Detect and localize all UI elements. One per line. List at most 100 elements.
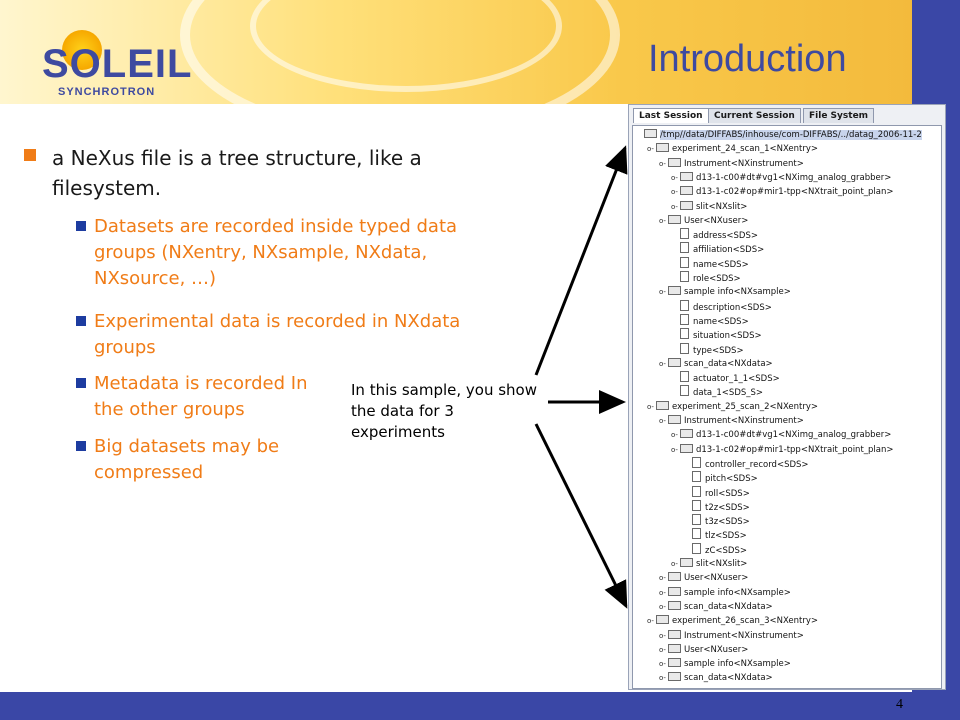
expand-toggle-icon[interactable]: o- (659, 216, 666, 225)
tree-folder-node[interactable]: o-sample info<NXsample> (659, 657, 791, 671)
sub-bullet-text: Big datasets may be compressed (94, 436, 280, 483)
tree-folder-node[interactable]: o- User<NXuser> (659, 571, 748, 585)
tree-folder-node[interactable]: /tmp//data/DIFFABS/inhouse/com-DIFFABS/.… (635, 128, 922, 142)
tree-folder-node[interactable]: o-Instrument<NXinstrument> (659, 629, 804, 643)
tree-file-node[interactable]: controller_record<SDS> (683, 456, 809, 471)
tree-folder-node[interactable]: o-User<NXuser> (659, 643, 748, 657)
tree-file-node[interactable]: type<SDS> (671, 342, 744, 357)
tree-folder-node[interactable]: o-scan_data<NXdata> (659, 357, 773, 371)
expand-toggle-icon[interactable]: o- (659, 645, 666, 654)
tree-folder-node[interactable]: o-slit<NXslit> (671, 557, 747, 571)
tree-file-node[interactable]: description<SDS> (671, 299, 772, 314)
tree-folder-node[interactable]: o-User<NXuser> (659, 214, 748, 228)
sub-bullet-text: Metadata is recorded In the other groups (94, 373, 308, 420)
tree-file-node[interactable]: actuator_1_1<SDS> (671, 371, 780, 385)
file-tree[interactable]: /tmp//data/DIFFABS/inhouse/com-DIFFABS/.… (632, 125, 942, 689)
tree-file-node[interactable]: t2z<SDS> (683, 499, 750, 514)
tree-node-label: /tmp//data/DIFFABS/inhouse/com-DIFFABS/.… (660, 130, 922, 140)
expand-toggle-icon[interactable]: o- (659, 159, 666, 168)
expand-toggle-icon[interactable]: o- (671, 560, 678, 568)
tree-folder-node[interactable]: o-Instrument<NXinstrument> (659, 414, 804, 428)
expand-toggle-icon[interactable]: o- (671, 202, 678, 211)
expand-toggle-icon[interactable]: o- (659, 574, 666, 583)
file-icon (692, 542, 701, 554)
tree-file-node[interactable]: data_1<SDS_S> (671, 385, 763, 399)
expand-toggle-icon[interactable]: o- (659, 602, 666, 611)
tree-node-label: description<SDS> (693, 302, 772, 313)
tree-folder-node[interactable]: o-d13-1-c02#op#mir1-tpp<NXtrait_point_pl… (671, 185, 894, 199)
expand-toggle-icon[interactable]: o- (659, 288, 666, 297)
tree-node-label: actuator_1_1<SDS> (693, 374, 780, 385)
tree-file-node[interactable]: name<SDS> (671, 256, 749, 271)
tree-node-label: t2z<SDS> (705, 502, 750, 513)
expand-toggle-icon[interactable]: o- (659, 588, 666, 597)
expand-toggle-icon[interactable]: o- (659, 674, 666, 683)
slide-title: Introduction (648, 38, 847, 80)
expand-toggle-icon[interactable]: o- (659, 359, 666, 368)
expand-toggle-icon[interactable]: o- (671, 445, 678, 454)
tree-folder-node[interactable]: o-d13-1-c02#op#mir1-tpp<NXtrait_point_pl… (671, 443, 894, 457)
tree-folder-node[interactable]: o-experiment_24_scan_1<NXentry> (647, 142, 818, 156)
folder-icon (644, 129, 657, 138)
tree-node-label: d13-1-c00#dt#vg1<NXimg_analog_grabber> (696, 172, 892, 183)
folder-icon (668, 600, 681, 610)
tree-folder-node[interactable]: o-scan_data<NXdata> (659, 671, 773, 685)
expand-toggle-icon[interactable]: o- (647, 617, 654, 626)
file-icon (692, 471, 701, 483)
tree-file-node[interactable]: t3z<SDS> (683, 514, 750, 528)
tree-node-label: name<SDS> (693, 259, 749, 270)
tree-file-node[interactable]: zC<SDS> (683, 542, 747, 557)
arrow-down (534, 423, 628, 609)
expand-toggle-icon[interactable]: o- (671, 173, 678, 182)
tree-file-node[interactable]: roll<SDS> (683, 485, 750, 500)
tree-folder-node[interactable]: o-d13-1-c00#dt#vg1<NXimg_analog_grabber> (671, 171, 891, 185)
tree-file-node[interactable]: name<SDS> (671, 313, 749, 328)
tree-file-node[interactable]: address<SDS> (671, 228, 758, 242)
tree-folder-node[interactable]: o-experiment_25_scan_2<NXentry> (647, 400, 818, 414)
tree-file-node[interactable]: affiliation<SDS> (671, 242, 764, 256)
expand-toggle-icon[interactable]: o- (647, 145, 654, 154)
tree-node-label: slit<NXslit> (696, 559, 748, 569)
folder-icon (668, 643, 681, 653)
tree-node-label: pitch<SDS> (705, 474, 758, 485)
expand-toggle-icon[interactable]: o- (671, 188, 678, 197)
tree-file-node[interactable]: pitch<SDS> (683, 471, 758, 485)
folder-icon (680, 186, 693, 196)
folder-icon (668, 572, 681, 582)
tab-file-system[interactable]: File System (803, 108, 875, 123)
tree-file-node[interactable]: tlz<SDS> (683, 528, 747, 542)
tree-folder-node[interactable]: o-d13-1-c00#dt#vg1<NXimg_analog_grabber> (671, 428, 891, 442)
folder-icon (656, 400, 669, 410)
tree-folder-node[interactable]: o-sample info<NXsample> (659, 586, 791, 600)
main-bullet-text: a NeXus file is a tree structure, like a… (52, 146, 422, 200)
tree-node-label: role<SDS> (693, 274, 741, 284)
sub-bullet-text: Datasets are recorded inside typed data … (94, 216, 458, 289)
sub-bullet-text: Experimental data is recorded in NXdata … (94, 311, 461, 358)
tree-node-label: sample info<NXsample> (684, 287, 791, 298)
annotation-text: In this sample, you show the data for 3 … (351, 381, 538, 441)
tree-folder-node[interactable]: o-experiment_26_scan_3<NXentry> (647, 614, 818, 628)
tab-current-session[interactable]: Current Session (708, 108, 801, 123)
expand-toggle-icon[interactable]: o- (647, 402, 654, 411)
file-icon (692, 528, 701, 540)
tree-folder-node[interactable]: o-sample info<NXsample> (659, 285, 791, 299)
tree-folder-node[interactable]: o-Instrument<NXinstrument> (659, 157, 804, 171)
tree-node-label: experiment_26_scan_3<NXentry> (672, 616, 819, 627)
tree-node-label: tlz<SDS> (705, 531, 747, 542)
tree-node-label: User<NXuser> (684, 573, 749, 584)
tree-file-node[interactable]: role<SDS> (671, 271, 741, 285)
tree-node-label: scan_data<NXdata> (684, 673, 773, 684)
tree-node-label: scan_data<NXdata> (684, 358, 773, 369)
bottom-stripe (0, 692, 960, 720)
folder-icon (680, 429, 693, 439)
expand-toggle-icon[interactable]: o- (659, 417, 666, 425)
tree-file-node[interactable]: situation<SDS> (671, 328, 762, 342)
expand-toggle-icon[interactable]: o- (671, 431, 678, 440)
tree-node-label: affiliation<SDS> (693, 245, 765, 256)
expand-toggle-icon[interactable]: o- (659, 631, 666, 640)
tree-node-label: sample info<NXsample> (684, 587, 791, 598)
expand-toggle-icon[interactable]: o- (659, 660, 666, 669)
tab-last-session[interactable]: Last Session (633, 108, 709, 123)
tree-folder-node[interactable]: o-slit<NXslit> (671, 200, 747, 214)
tree-folder-node[interactable]: o-scan_data<NXdata> (659, 600, 773, 614)
